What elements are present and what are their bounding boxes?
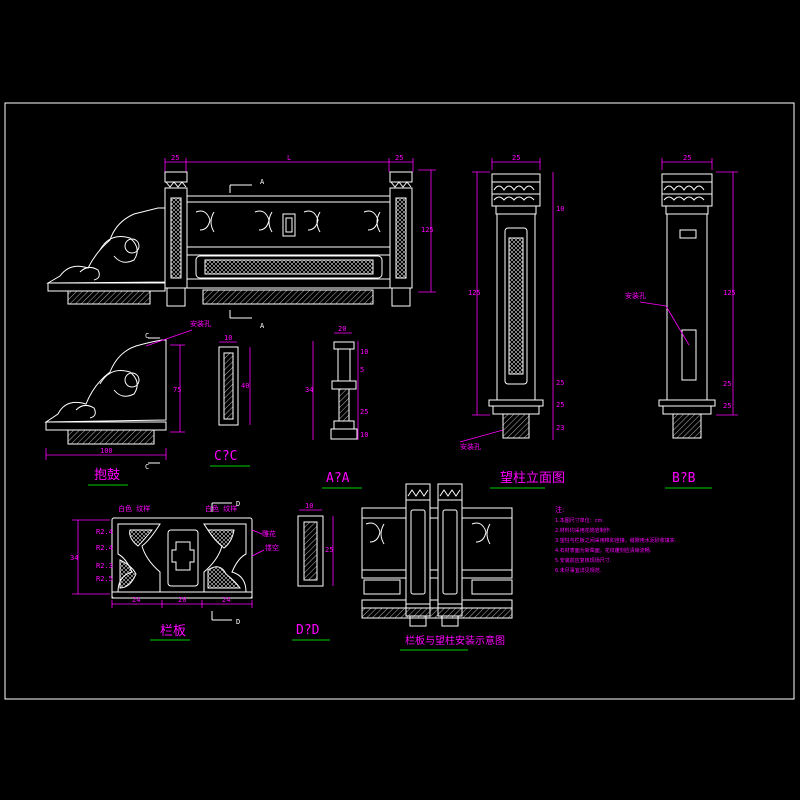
- notes-line-4: 5.安装前应复核现场尺寸.: [555, 557, 612, 564]
- section-aa: 20 10 34 5 25 10 A?A: [305, 325, 368, 489]
- end-dim-height: 75: [173, 386, 181, 394]
- notes-line-1: 2.材料均采用花岗岩制作.: [555, 527, 612, 534]
- post-callout: 安装孔: [460, 442, 481, 451]
- section-mark-a-bottom: A: [260, 322, 265, 330]
- panel-dim-mid: 20: [178, 596, 186, 604]
- panel-callout-b: 镂空: [265, 543, 279, 552]
- section-dd: 10 25 D?D: [292, 502, 333, 641]
- notes-line-3: 4.石材表面为斩凿面，花纹雕刻应清晰流畅.: [555, 547, 652, 554]
- panel-r-2: R2.3: [96, 562, 113, 570]
- drawing-frame: [4, 102, 795, 700]
- panel-caption: 栏板: [160, 624, 186, 639]
- bb-dim-top: 25: [683, 154, 691, 162]
- panel-section-top: D: [236, 500, 240, 508]
- aa-dim-2: 5: [360, 366, 364, 374]
- dim-total: L: [287, 154, 291, 162]
- bb-dim-base: 25: [723, 380, 731, 388]
- aa-dim-top: 20: [338, 325, 346, 333]
- panel-r-3: R2.5: [96, 575, 113, 583]
- assembly-caption: 栏板与望柱安装示意图: [405, 634, 505, 647]
- dd-dim-width: 10: [305, 502, 313, 510]
- dim-height: 125: [421, 226, 434, 234]
- section-bb: 25 125 25 25 安装孔 B?B: [625, 154, 738, 489]
- panel-r-0: R2.4: [96, 528, 113, 536]
- assembly: 栏板与望柱安装示意图: [361, 483, 513, 651]
- aa-dim-0: 10: [360, 348, 368, 356]
- notes-line-5: 6.未尽事宜详见规范.: [555, 567, 602, 574]
- cc-dim-height: 40: [241, 382, 249, 390]
- post-dim-top: 25: [512, 154, 520, 162]
- panel-callout-a: 雕花: [262, 529, 276, 538]
- notes: 注: 1.本图尺寸单位：cm. 2.材料均采用花岗岩制作. 3.望柱与栏板之间采…: [555, 505, 677, 574]
- dim-left-post: 25: [171, 154, 179, 162]
- panel-dim-right: 24: [222, 596, 230, 604]
- post-dim-foot: 25: [556, 401, 564, 409]
- cc-dim-width: 10: [224, 334, 232, 342]
- panel-section-bottom: D: [236, 618, 240, 626]
- post-elevation: 25 125 10 25 25 23 安装孔 望柱立面图: [459, 154, 565, 489]
- post-dim-mid: 10: [556, 205, 564, 213]
- notes-line-2: 3.望柱与栏板之间采用榫卯连接，缝隙用水泥砂浆填实.: [555, 537, 677, 544]
- dd-title: D?D: [296, 623, 320, 638]
- bb-callout: 安装孔: [625, 291, 646, 300]
- notes-line-0: 1.本图尺寸单位：cm.: [555, 517, 604, 524]
- main-elevation: L 25 25 125 A A: [46, 154, 436, 330]
- panel-label-right: 白色 纹样: [205, 504, 237, 513]
- end-block: 安装孔 C C 75 100 抱鼓: [44, 319, 211, 486]
- end-dim-length: 100: [100, 447, 113, 455]
- dim-right-post: 25: [395, 154, 403, 162]
- section-cc: 10 40 C?C: [210, 334, 251, 467]
- dd-dim-height: 25: [325, 546, 333, 554]
- cc-title: C?C: [214, 449, 237, 464]
- post-dim-base: 25: [556, 379, 564, 387]
- aa-dim-1: 34: [305, 386, 313, 394]
- end-section-bottom: C: [145, 463, 149, 471]
- panel-dim-height: 34: [70, 554, 78, 562]
- bb-dim-foot: 25: [723, 402, 731, 410]
- bb-title: B?B: [672, 471, 696, 486]
- end-section-top: C: [145, 332, 149, 340]
- post-dim-bottom: 23: [556, 424, 564, 432]
- post-elevation-caption: 望柱立面图: [500, 470, 565, 486]
- panel-label-left: 白色 纹样: [118, 504, 150, 513]
- panel-dim-left: 24: [132, 596, 140, 604]
- end-callout: 安装孔: [190, 319, 211, 328]
- aa-dim-3: 25: [360, 408, 368, 416]
- aa-title: A?A: [326, 471, 350, 486]
- panel-r-1: R2.4: [96, 544, 113, 552]
- notes-heading: 注:: [555, 505, 564, 514]
- aa-dim-4: 10: [360, 431, 368, 439]
- post-dim-height: 125: [468, 289, 481, 297]
- bb-dim-height: 125: [723, 289, 736, 297]
- panel-detail: 白色 纹样 白色 纹样 D D 34 R2.4 R2.4 R2.3 R2.5 雕…: [70, 500, 279, 641]
- section-mark-a-top: A: [260, 178, 265, 186]
- end-caption: 抱鼓: [94, 467, 120, 483]
